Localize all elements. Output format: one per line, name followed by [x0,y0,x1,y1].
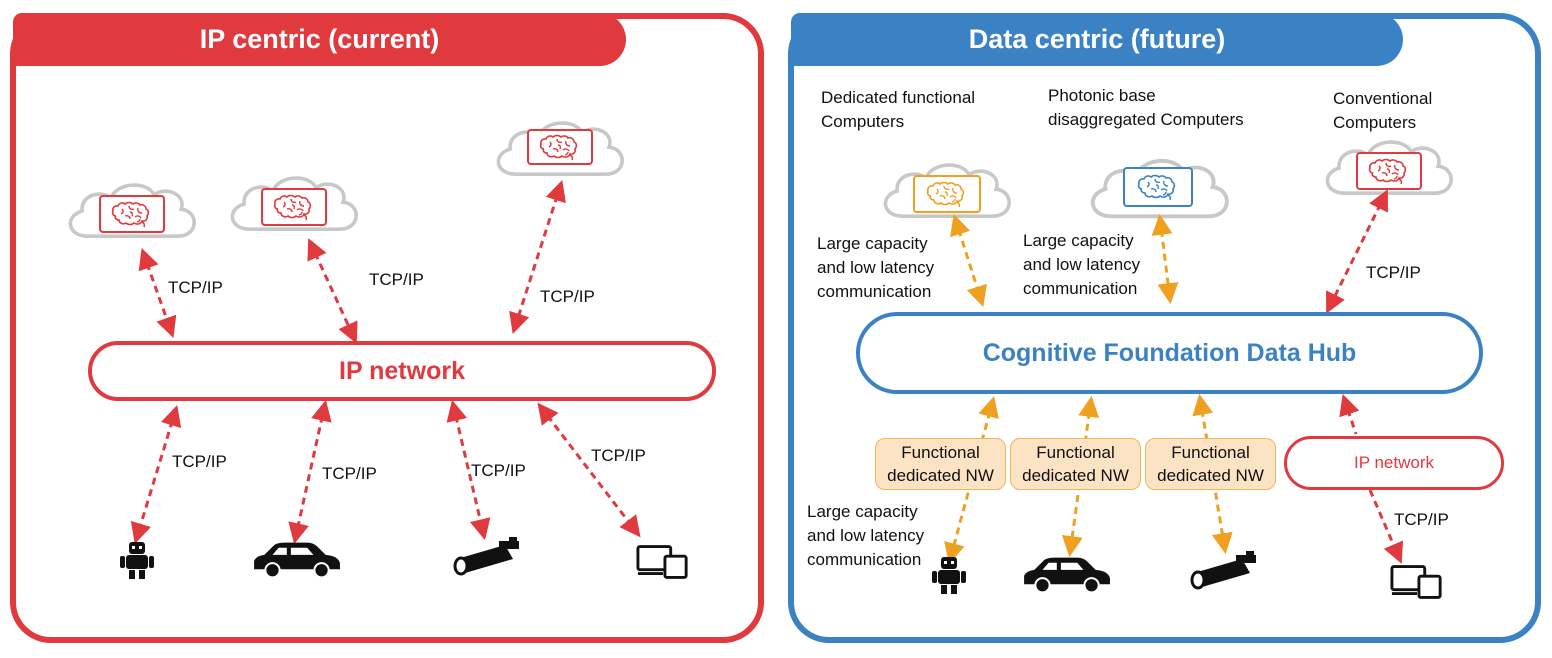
computer-label: Photonic base disaggregated Computers [1048,86,1244,129]
link-arrow [944,395,999,565]
brain-icon [99,195,165,233]
tcp-ip-label: TCP/IP [172,452,227,471]
cognitive-data-hub: Cognitive Foundation Data Hub [856,312,1483,394]
link-arrow [1339,394,1360,435]
communication-label: Large capacity and low latency communica… [817,234,935,301]
communication-label: Large capacity and low latency communica… [1023,231,1141,298]
link-arrow [1368,489,1404,564]
functional-nw-box: Functional dedicated NW [1145,438,1276,490]
tcp-ip-label: TCP/IP [369,270,424,289]
communication-label: Large capacity and low latency communica… [807,502,925,569]
tcp-ip-label: TCP/IP [591,446,646,465]
link-arrow [130,404,182,545]
link-arrow [446,399,491,541]
brain-icon [527,129,593,165]
link-arrow [509,180,566,334]
ip-network-node: IP network [88,341,716,401]
link-arrow [537,402,641,538]
tcp-ip-label: TCP/IP [1366,263,1421,282]
link-arrow [307,238,358,344]
ip-network-node: IP network [1284,436,1504,490]
link-arrow [1151,213,1179,305]
brain-icon [261,188,327,226]
tcp-ip-label: TCP/IP [1394,510,1449,529]
brain-icon [913,175,981,213]
computer-label: Conventional Computers [1333,89,1433,132]
tcp-ip-label: TCP/IP [168,278,223,297]
tcp-ip-label: TCP/IP [540,287,595,306]
tcp-ip-label: TCP/IP [471,461,526,480]
link-arrow [950,213,987,308]
brain-icon [1356,152,1422,190]
tcp-ip-label: TCP/IP [322,464,377,483]
link-arrow [138,248,177,338]
left-panel-title: IP centric (current) [13,13,626,66]
functional-nw-box: Functional dedicated NW [1010,438,1141,490]
right-panel-title: Data centric (future) [791,13,1403,66]
computer-label: Dedicated functional Computers [821,88,976,131]
brain-icon [1123,167,1193,207]
link-arrow [1326,189,1388,314]
functional-nw-box: Functional dedicated NW [875,438,1006,490]
